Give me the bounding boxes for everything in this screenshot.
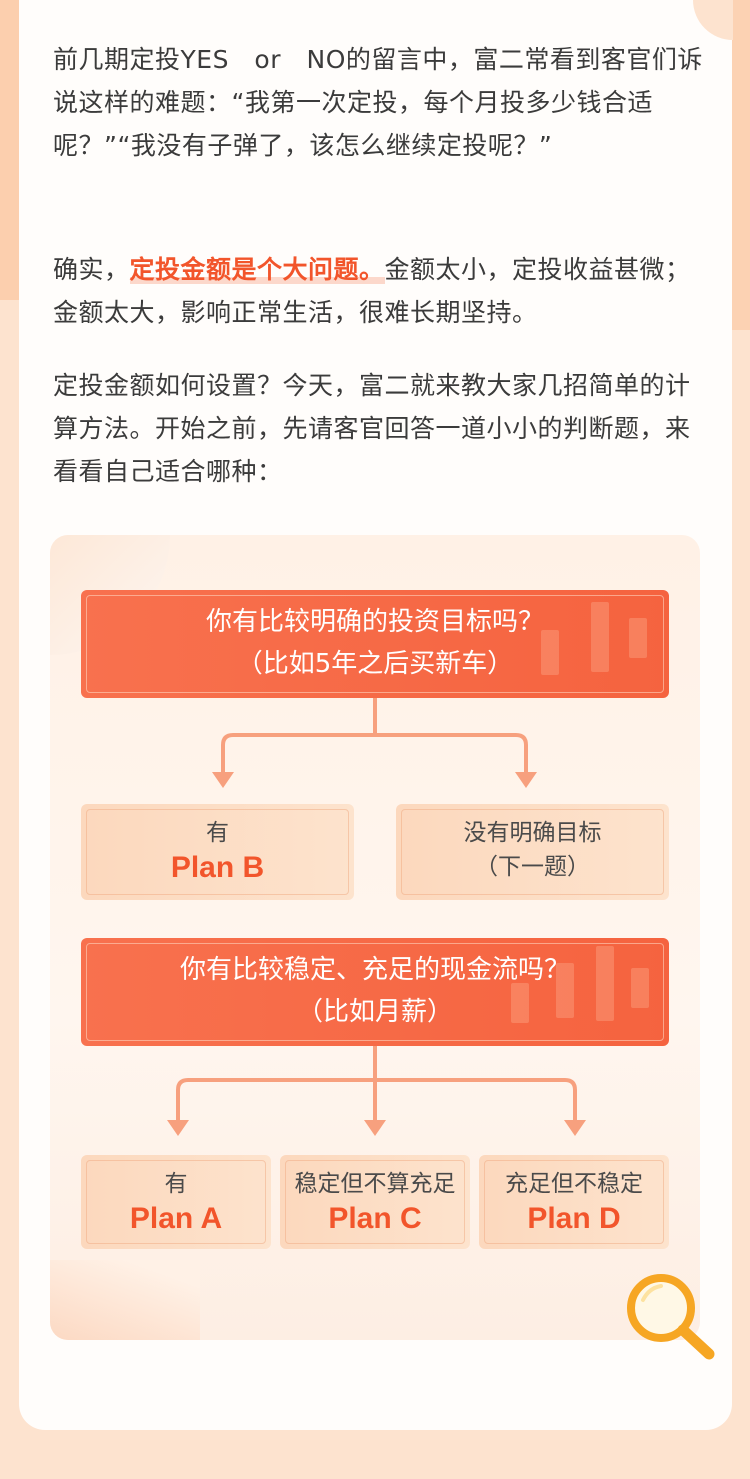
arrowhead-q1-left	[212, 772, 234, 788]
question-1-line-2: （比如5年之后买新车）	[236, 649, 514, 679]
arrowhead-q1-right	[515, 772, 537, 788]
highlight-text: 定投金额是个大问题。	[129, 255, 385, 284]
connector-q1-left	[221, 733, 377, 775]
intro-paragraph-3: 定投金额如何设置？今天，富二就来教大家几招简单的计算方法。开始之前，先请客官回答…	[53, 371, 691, 486]
answer-label: 没有明确目标	[463, 820, 602, 846]
answer-no-next-question: 没有明确目标 （下一题）	[396, 804, 669, 900]
answer-label: 有	[206, 820, 229, 846]
intro-paragraph-2-lead: 确实，	[53, 255, 130, 284]
question-2-line-1: 你有比较稳定、充足的现金流吗？	[179, 955, 570, 985]
question-1-box: 你有比较明确的投资目标吗？ （比如5年之后买新车）	[81, 590, 669, 698]
answer-label: 稳定但不算充足	[294, 1171, 456, 1197]
plan-label: Plan B	[170, 851, 265, 884]
connector-q1-right	[373, 733, 528, 775]
plan-label: Plan A	[129, 1202, 223, 1235]
answer-label: 有	[164, 1171, 188, 1197]
answer-yes-plan-a: 有 Plan A	[81, 1155, 271, 1249]
decision-flowchart: 你有比较明确的投资目标吗？ （比如5年之后买新车） 有 Plan B 没有明确目…	[50, 535, 715, 1360]
magnifier-icon	[627, 1274, 715, 1360]
plan-label: Plan C	[328, 1202, 422, 1235]
question-2-line-2: （比如月薪）	[296, 997, 453, 1027]
flowchart-connectors	[167, 696, 586, 1136]
answer-yes-plan-b: 有 Plan B	[81, 804, 354, 900]
plan-label: Plan D	[527, 1202, 621, 1235]
answer-label: 充足但不稳定	[505, 1171, 643, 1197]
arrowhead-q2-right	[564, 1120, 586, 1136]
question-2-box: 你有比较稳定、充足的现金流吗？ （比如月薪）	[81, 938, 669, 1046]
connector-q2-right	[373, 1078, 577, 1123]
paper-fold	[50, 1260, 200, 1340]
connector-q2-left	[176, 1078, 377, 1123]
intro-paragraph-1: 前几期定投YES or NO的留言中，富二常看到客官们诉说这样的难题：“我第一次…	[53, 45, 703, 160]
intro-paragraph-2: 确实，定投金额是个大问题。金额太小，定投收益甚微；金额太大，影响正常生活，很难长…	[53, 248, 703, 334]
answer-sufficient-plan-d: 充足但不稳定 Plan D	[479, 1155, 669, 1249]
arrowhead-q2-mid	[364, 1120, 386, 1136]
intro-paragraph-2-rest: 金额太小，定投收益甚微；金额太大，影响正常生活，很难长期坚持。	[53, 255, 691, 327]
question-1-line-1: 你有比较明确的投资目标吗？	[205, 607, 544, 637]
answer-stable-plan-c: 稳定但不算充足 Plan C	[280, 1155, 470, 1249]
answer-sub-label: （下一题）	[475, 854, 590, 880]
arrowhead-q2-left	[167, 1120, 189, 1136]
